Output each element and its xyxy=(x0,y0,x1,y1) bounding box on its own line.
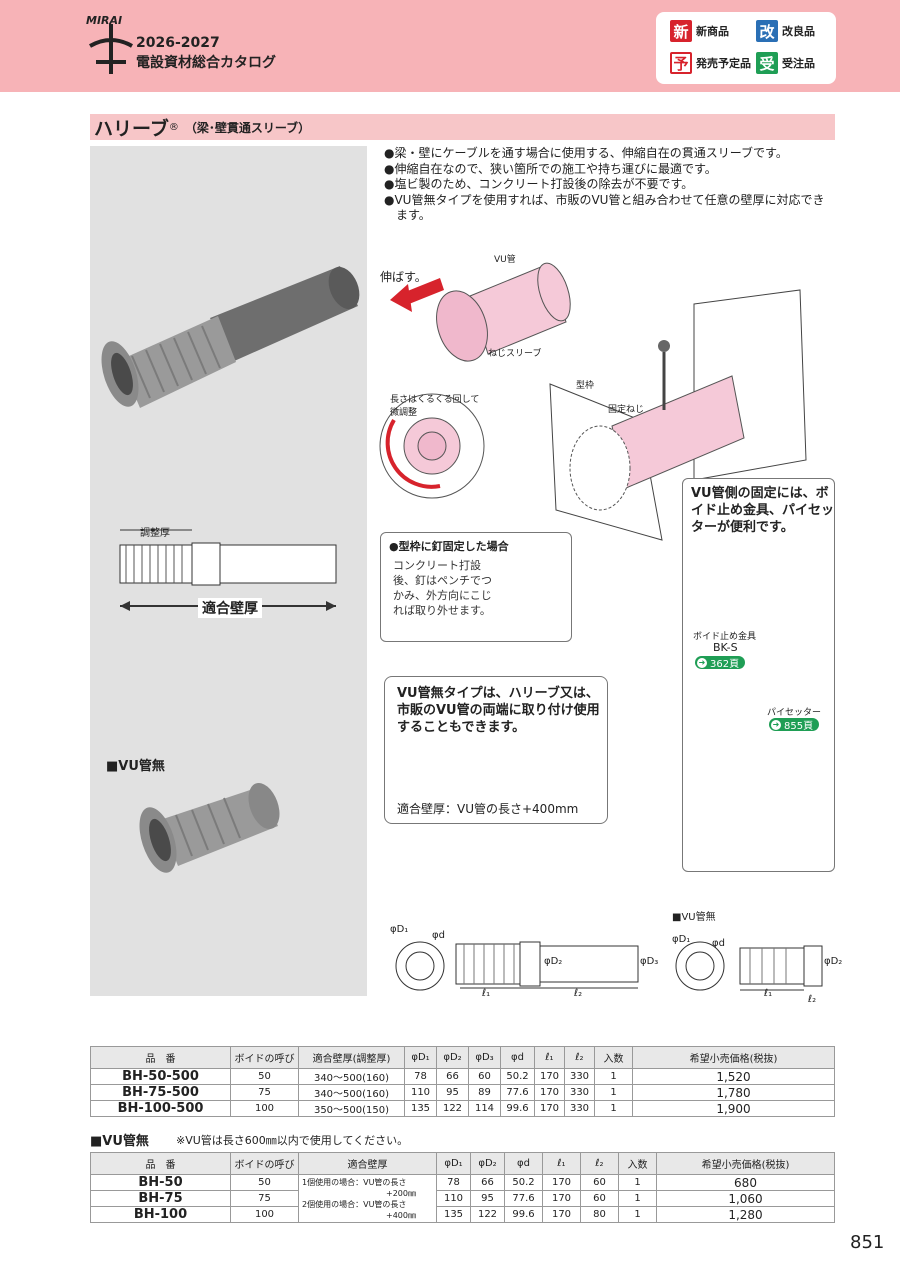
dim-l2-label: ℓ₂ xyxy=(574,988,583,999)
nail-note-heading: ●型枠に釘固定した場合 xyxy=(389,540,509,553)
feature-list: ●梁・壁にケーブルを通す場合に使用する、伸縮自在の貫通スリーブです。 ●伸縮自在… xyxy=(384,146,834,224)
vu-none-heading: ■VU管無 xyxy=(106,759,165,774)
badge-legend: 新新商品 改改良品 予発売予定品 受受注品 xyxy=(656,12,836,84)
dim-l1-label-small: ℓ₁ xyxy=(764,988,773,999)
vu-pipe-label: VU管 xyxy=(494,255,516,265)
fix-note-text: VU管側の固定には、ボイド止め金具、パイセッターが便利です。 xyxy=(691,486,835,535)
void-page-link[interactable]: ➜362頁 xyxy=(695,656,746,670)
feature-item: ●VU管無タイプを使用すれば、市販のVU管と組み合わせて任意の壁厚に対応できます… xyxy=(384,192,825,223)
feature-item: ●伸縮自在なので、狭い箇所での施工や持ち運びに最適です。 xyxy=(384,161,717,176)
void-fixture-label: ボイド止め金具 xyxy=(693,632,757,642)
table-header-row: 品 番 ボイドの呼び 適合壁厚 φD₁ φD₂ φd ℓ₁ ℓ₂ 入数 希望小売… xyxy=(90,1152,835,1175)
nail-fixing-note: ●型枠に釘固定した場合 コンクリート打設後、釘はペンチでつかみ、外方向にこじれば… xyxy=(380,532,572,642)
fix-screw-label: 固定ねじ xyxy=(608,405,645,415)
dim-d-label: φd xyxy=(432,930,445,941)
catalog-header: MIRAI 2026-2027 電設資材総合カタログ 新新商品 改改良品 予発売… xyxy=(0,0,900,92)
catalog-year: 2026-2027 xyxy=(136,35,220,51)
dimension-drawing-vu-none xyxy=(675,941,823,991)
legend-planned: 予発売予定品 xyxy=(670,52,751,74)
page-number: 851 xyxy=(850,1232,885,1253)
vu-none-table-note: ※VU管は長さ600㎜以内で使用してください。 xyxy=(176,1134,409,1147)
adjust-thickness-label: 調整厚 xyxy=(140,528,170,539)
registered-mark: ® xyxy=(168,121,179,133)
legend-improved: 改改良品 xyxy=(756,20,815,42)
screw-sleeve-label: ねじスリーブ xyxy=(488,349,542,359)
rotate-label: 長さはくるくる回して微調整 xyxy=(390,395,480,418)
feature-item: ●梁・壁にケーブルを通す場合に使用する、伸縮自在の貫通スリーブです。 xyxy=(384,146,788,160)
dim-d1-label: φD₁ xyxy=(390,924,409,935)
vu-none-usage-note: VU管無タイプは、ハリーブ又は、市販のVU管の両端に取り付け使用することもできま… xyxy=(384,676,608,824)
vu-note-formula: 適合壁厚：VU管の長さ+400mm xyxy=(397,802,579,816)
length-diagram xyxy=(119,529,337,611)
feature-item: ●塩ビ製のため、コンクリート打設後の除去が不要です。 xyxy=(384,177,694,191)
mirai-logo-icon xyxy=(89,24,133,74)
vu-note-text: VU管無タイプは、ハリーブ又は、市販のVU管の両端に取り付け使用することもできま… xyxy=(397,686,600,735)
void-fixture-code: BK-S xyxy=(713,641,738,654)
spec-table-main: 品 番 ボイドの呼び 適合壁厚(調整厚) φD₁ φD₂ φD₃ φd ℓ₁ ℓ… xyxy=(90,1046,835,1117)
dim-d3-label: φD₃ xyxy=(640,956,659,967)
brand-name: MIRAI xyxy=(86,14,123,27)
dim-d2-label-small: φD₂ xyxy=(824,956,843,967)
sleeve-photo-vu-none xyxy=(139,782,280,873)
product-title-bar: ハリーブ ® （梁･壁貫通スリーブ） xyxy=(90,114,835,140)
dim-d2-label: φD₂ xyxy=(544,956,563,967)
arrow-right-icon: ➜ xyxy=(697,657,707,668)
vu-none-small-heading: ■VU管無 xyxy=(672,912,716,923)
stretch-illustration xyxy=(390,262,571,362)
formwork-illustration xyxy=(549,289,807,541)
sleeve-photo-main xyxy=(101,266,360,408)
dim-d1-label-small: φD₁ xyxy=(672,934,691,945)
formwork-label: 型枠 xyxy=(576,381,595,391)
dim-l2-label-small: ℓ₂ xyxy=(808,994,817,1005)
wall-thickness-label: 適合壁厚 xyxy=(198,598,262,618)
legend-new: 新新商品 xyxy=(670,20,729,42)
dim-l1-label: ℓ₁ xyxy=(482,988,491,999)
nail-note-text: コンクリート打設後、釘はペンチでつかみ、外方向にこじれば取り外せます。 xyxy=(393,559,492,617)
dimension-drawing-main xyxy=(395,941,639,991)
dim-d-label-small: φd xyxy=(712,938,725,949)
product-title: ハリーブ xyxy=(94,117,169,140)
wall-rule-cell: 1個使用の場合：VU管の長さ +200㎜ 2個使用の場合：VU管の長さ +400… xyxy=(298,1174,437,1223)
pipe-page-link[interactable]: ➜855頁 xyxy=(769,718,820,732)
arrow-right-icon: ➜ xyxy=(771,719,781,730)
fixing-parts-note: VU管側の固定には、ボイド止め金具、パイセッターが便利です。 ボイド止め金具 B… xyxy=(682,478,835,872)
product-subtitle: （梁･壁貫通スリーブ） xyxy=(184,120,311,135)
pipe-setter-label: パイセッター xyxy=(767,708,822,718)
catalog-title: 電設資材総合カタログ xyxy=(136,55,276,71)
legend-order: 受受注品 xyxy=(756,52,815,74)
table-header-row: 品 番 ボイドの呼び 適合壁厚(調整厚) φD₁ φD₂ φD₃ φd ℓ₁ ℓ… xyxy=(90,1046,835,1069)
vu-none-table-heading: ■VU管無 xyxy=(90,1134,149,1149)
stretch-label: 伸ばす。 xyxy=(380,270,427,284)
spec-table-vu-none: 品 番 ボイドの呼び 適合壁厚 φD₁ φD₂ φd ℓ₁ ℓ₂ 入数 希望小売… xyxy=(90,1152,835,1223)
rotate-detail xyxy=(379,393,485,499)
